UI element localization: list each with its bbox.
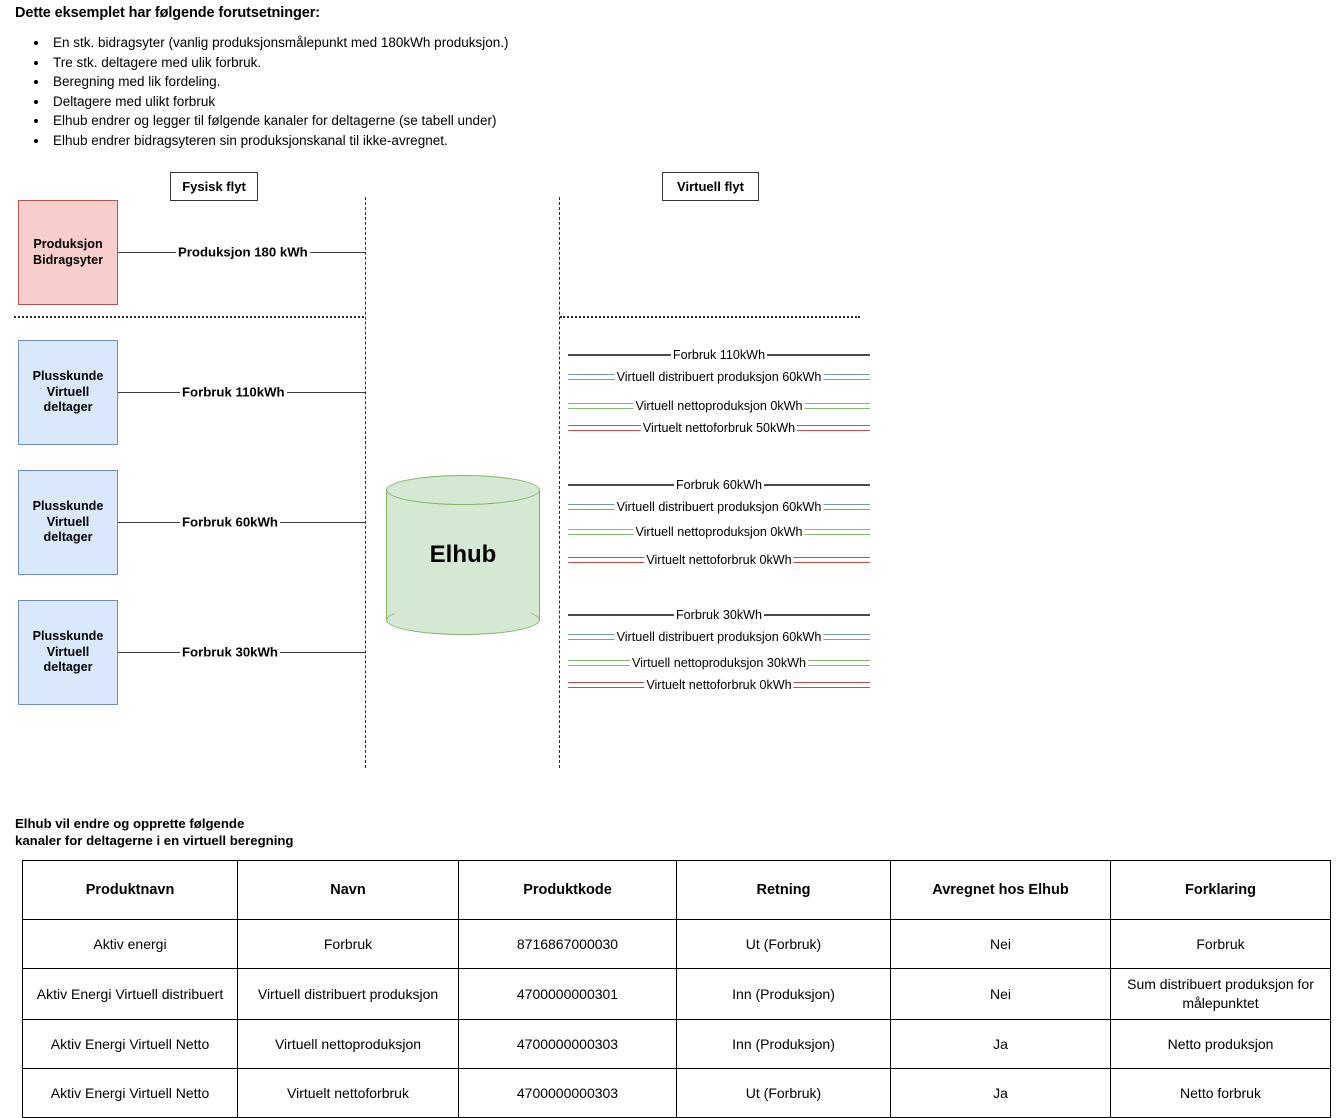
table-cell: Forbruk: [1110, 919, 1331, 969]
assumption-item: Elhub endrer og legger til følgende kana…: [49, 111, 508, 131]
table-caption-line1: Elhub vil endre og opprette følgende: [15, 816, 245, 831]
wire-label: Forbruk 60kWh: [180, 514, 280, 530]
wire-label: Forbruk 110kWh: [180, 384, 287, 400]
assumption-item: Elhub endrer bidragsyteren sin produksjo…: [49, 131, 508, 151]
virtual-line-label: Virtuelt nettoforbruk 0kWh: [644, 553, 794, 567]
wire-forbruk-30: Forbruk 30kWh: [118, 642, 365, 662]
table-cell: 4700000000303: [458, 1019, 677, 1069]
virtual-line-label: Virtuell nettoproduksjon 0kWh: [633, 525, 805, 539]
table-cell: Nei: [890, 919, 1111, 969]
table-header-cell: Avregnet hos Elhub: [890, 860, 1111, 920]
elhub-label: Elhub: [429, 541, 497, 568]
table-header-cell: Retning: [676, 860, 891, 920]
physical-flow-title: Fysisk flyt: [170, 172, 258, 201]
wire-forbruk-60: Forbruk 60kWh: [118, 512, 365, 532]
table-cell: 4700000000303: [458, 1068, 677, 1118]
table-cell: 8716867000030: [458, 919, 677, 969]
virtual-line-label: Virtuelt nettoforbruk 50kWh: [640, 421, 798, 435]
virtual-line-label: Virtuell nettoproduksjon 30kWh: [629, 656, 809, 670]
physical-virtual-divider-left: [365, 197, 366, 768]
virtual-line-g1-distribuert: Virtuell distribuert produksjon 60kWh: [568, 369, 870, 385]
assumption-item: Deltagere med ulikt forbruk: [49, 92, 508, 112]
table-header-cell: Produktnavn: [22, 860, 238, 920]
assumptions-list: En stk. bidragsyter (vanlig produksjonsm…: [15, 33, 508, 150]
table-cell: Virtuell distribuert produksjon: [237, 968, 459, 1020]
table-cell: 4700000000301: [458, 968, 677, 1020]
table-cell: Forbruk: [237, 919, 459, 969]
virtual-line-label: Forbruk 110kWh: [670, 348, 768, 362]
assumption-item: Beregning med lik fordeling.: [49, 72, 508, 92]
assumption-item: En stk. bidragsyter (vanlig produksjonsm…: [49, 33, 508, 53]
table-cell: Netto produksjon: [1110, 1019, 1331, 1069]
table-header-cell: Forklaring: [1110, 860, 1331, 920]
table-cell: Virtuelt nettoforbruk: [237, 1068, 459, 1118]
table-cell: Aktiv Energi Virtuell distribuert: [22, 968, 238, 1020]
table-cell: Inn (Produksjon): [676, 1019, 891, 1069]
table-cell: Inn (Produksjon): [676, 968, 891, 1020]
virtual-flow-title: Virtuell flyt: [662, 172, 759, 201]
table-caption-line2: kanaler for deltagerne i en virtuell ber…: [15, 833, 294, 848]
virtual-line-g3-distribuert: Virtuell distribuert produksjon 60kWh: [568, 629, 870, 645]
virtual-line-g3-nettoforbruk: Virtuelt nettoforbruk 0kWh: [568, 677, 870, 693]
virtual-line-label: Forbruk 60kWh: [673, 478, 765, 492]
table-cell: Sum distribuert produksjon for målepunkt…: [1110, 968, 1331, 1020]
table-header-cell: Produktkode: [458, 860, 677, 920]
assumption-item: Tre stk. deltagere med ulik forbruk.: [49, 53, 508, 73]
cylinder-top-ellipse: [386, 475, 540, 505]
virtual-line-label: Forbruk 30kWh: [673, 608, 765, 622]
virtual-line-label: Virtuell distribuert produksjon 60kWh: [614, 500, 824, 514]
wire-label: Forbruk 30kWh: [180, 644, 280, 660]
cylinder-body: [386, 490, 540, 620]
virtual-line-g2-forbruk: Forbruk 60kWh: [568, 477, 870, 493]
virtual-line-label: Virtuelt nettoforbruk 0kWh: [644, 678, 794, 692]
table-caption: Elhub vil endre og opprette følgende kan…: [15, 815, 293, 849]
table-cell: Netto forbruk: [1110, 1068, 1331, 1118]
table-cell: Ja: [890, 1068, 1111, 1118]
table-cell: Ut (Forbruk): [676, 1068, 891, 1118]
virtual-line-g2-distribuert: Virtuell distribuert produksjon 60kWh: [568, 499, 870, 515]
wire-produksjon-180: Produksjon 180 kWh: [118, 242, 365, 262]
virtual-line-g1-forbruk: Forbruk 110kWh: [568, 347, 870, 363]
virtual-line-label: Virtuell distribuert produksjon 60kWh: [614, 370, 824, 384]
virtual-line-g1-nettoproduksjon: Virtuell nettoproduksjon 0kWh: [568, 398, 870, 414]
physical-virtual-divider-right: [559, 197, 560, 768]
elhub-database-cylinder[interactable]: Elhub: [386, 475, 540, 635]
virtual-line-g3-nettoproduksjon: Virtuell nettoproduksjon 30kWh: [568, 655, 870, 671]
table-cell: Aktiv energi: [22, 919, 238, 969]
table-header-cell: Navn: [237, 860, 459, 920]
wire-forbruk-110: Forbruk 110kWh: [118, 382, 365, 402]
producer-participant-divider-right: [560, 316, 860, 318]
virtual-line-g3-forbruk: Forbruk 30kWh: [568, 607, 870, 623]
table-cell: Ut (Forbruk): [676, 919, 891, 969]
cylinder-bottom-ellipse: [386, 605, 540, 635]
page-title: Dette eksemplet har følgende forutsetnin…: [15, 5, 320, 21]
table-cell: Nei: [890, 968, 1111, 1020]
virtual-line-g1-nettoforbruk: Virtuelt nettoforbruk 50kWh: [568, 420, 870, 436]
table-cell: Virtuell nettoproduksjon: [237, 1019, 459, 1069]
wire-label: Produksjon 180 kWh: [176, 244, 310, 260]
table-cell: Aktiv Energi Virtuell Netto: [22, 1019, 238, 1069]
table-cell: Aktiv Energi Virtuell Netto: [22, 1068, 238, 1118]
virtual-line-label: Virtuell nettoproduksjon 0kWh: [633, 399, 805, 413]
virtual-line-g2-nettoforbruk: Virtuelt nettoforbruk 0kWh: [568, 552, 870, 568]
producer-participant-divider-left: [14, 316, 364, 318]
table-cell: Ja: [890, 1019, 1111, 1069]
virtual-line-g2-nettoproduksjon: Virtuell nettoproduksjon 0kWh: [568, 524, 870, 540]
virtual-line-label: Virtuell distribuert produksjon 60kWh: [614, 630, 824, 644]
